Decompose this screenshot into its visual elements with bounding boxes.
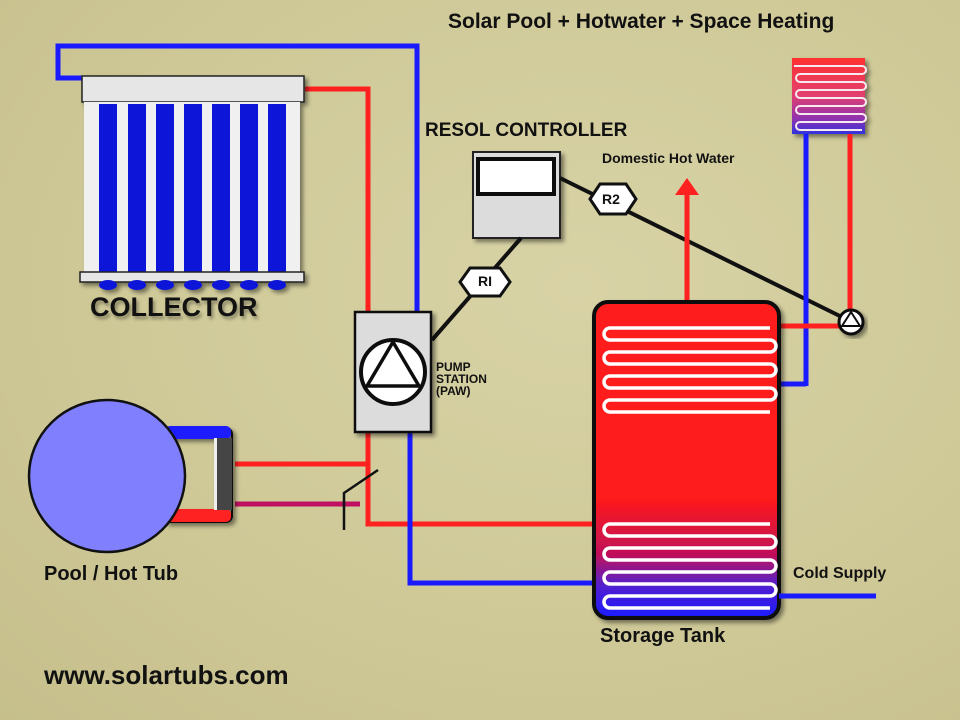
solar-collector [79, 75, 305, 290]
controller-label: RESOL CONTROLLER [425, 120, 628, 141]
pump-station-hot-out [365, 430, 596, 527]
cold-supply-label: Cold Supply [793, 565, 887, 582]
pump-station-label-line2: STATION [436, 372, 487, 386]
pool-heat-exchanger [165, 426, 233, 523]
pump-station-label: PUMP STATION (PAW) [436, 361, 487, 397]
diverter-valve-icon [342, 468, 379, 530]
pump-station [353, 310, 433, 434]
collector-label: COLLECTOR [90, 292, 258, 322]
domestic-hot-water-label: Domestic Hot Water [602, 150, 735, 166]
collector-hot-pipe [305, 86, 371, 316]
collector-supply-pipe [55, 43, 420, 316]
tank-upper-coil [602, 326, 778, 414]
storage-tank [592, 300, 781, 620]
sensor-r2-hexagon [588, 182, 638, 216]
storage-tank-label: Storage Tank [600, 625, 726, 647]
sensor-r2-label: R2 [602, 191, 620, 207]
pump-station-label-line1: PUMP [436, 360, 471, 374]
pool-label: Pool / Hot Tub [44, 563, 179, 585]
website-link[interactable]: www.solartubs.com [44, 660, 289, 690]
resol-controller [472, 151, 561, 239]
pump-station-cold-in [407, 430, 596, 586]
heating-pump [837, 308, 865, 336]
sensor-r1-hexagon [458, 266, 512, 298]
sensor-r1-label: RI [478, 273, 492, 289]
tank-lower-coil [602, 522, 778, 610]
pump-station-label-line3: (PAW) [436, 384, 471, 398]
pool-hot-tub [27, 398, 187, 554]
diagram-title: Solar Pool + Hotwater + Space Heating [448, 10, 835, 33]
dhw-arrow [675, 178, 699, 302]
space-heating-radiator [792, 58, 867, 134]
